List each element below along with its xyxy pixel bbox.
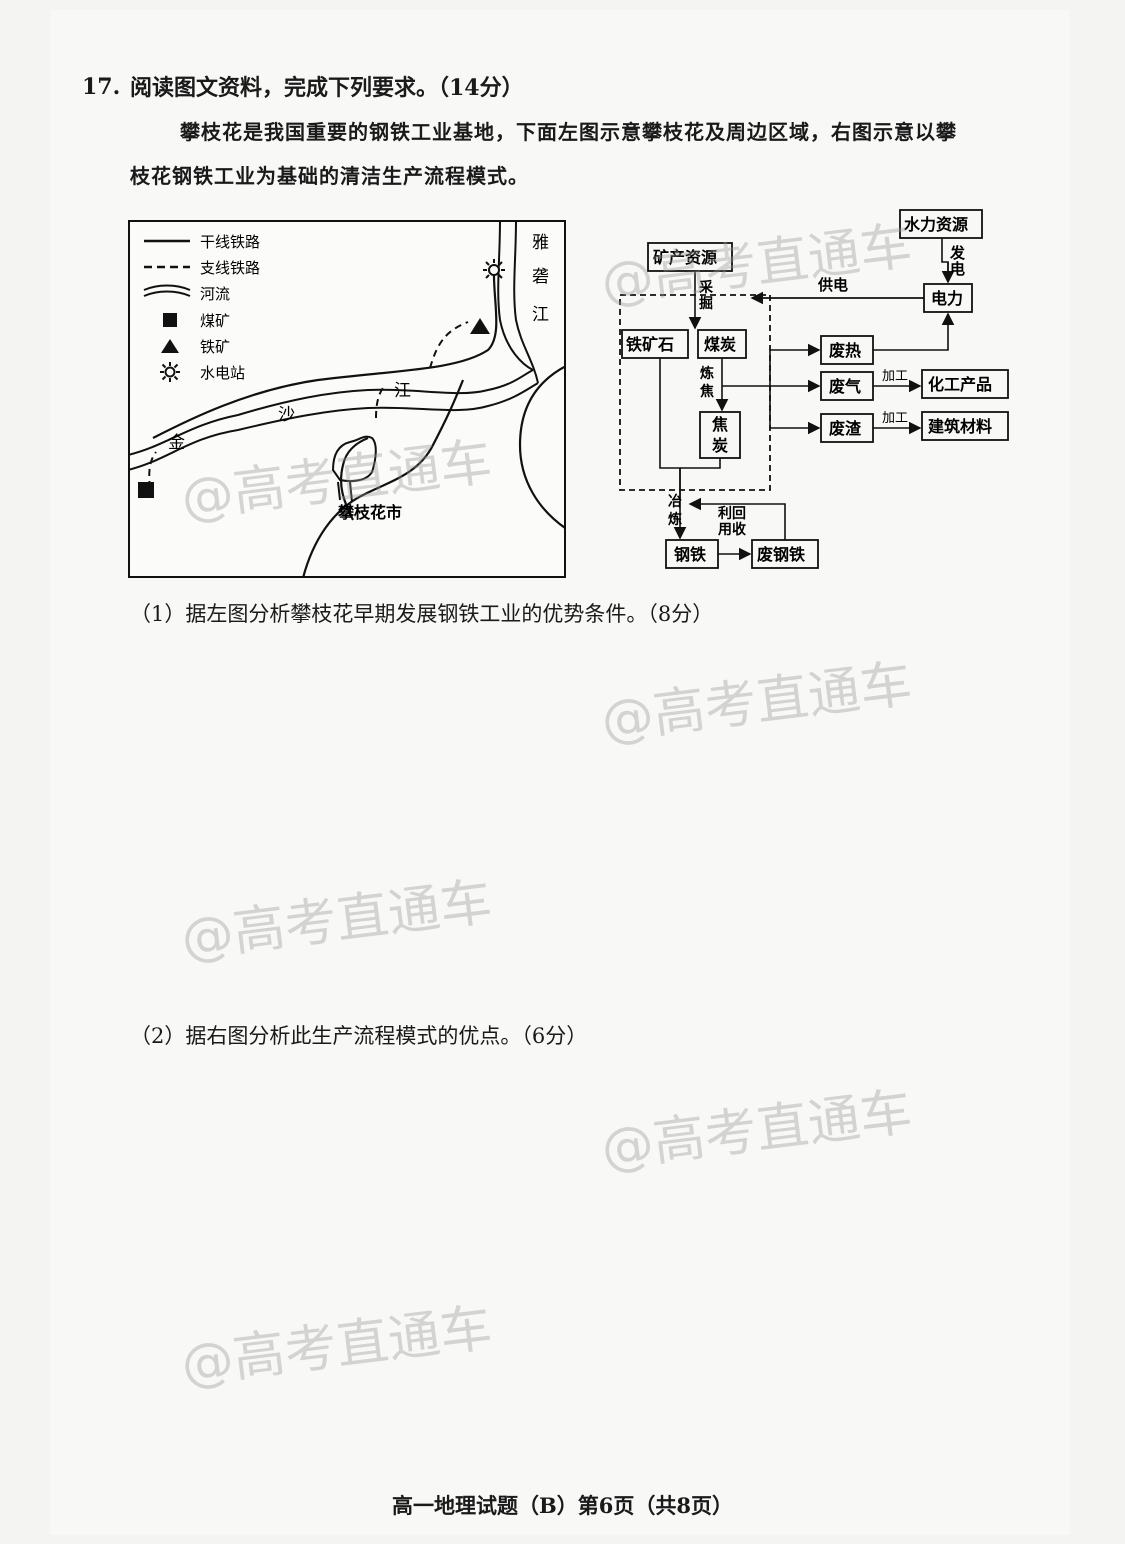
mining-label-2: 掘 <box>699 295 713 312</box>
coal-box: 煤炭 <box>704 335 736 354</box>
legend-branch-railway: 支线铁路 <box>200 259 260 277</box>
yalong-label-ya: 雅 <box>532 233 549 253</box>
hydro-resources-box: 水力资源 <box>904 215 968 234</box>
coke-box-char2: 炭 <box>712 436 728 455</box>
coke-box-char1: 焦 <box>711 415 728 434</box>
mineral-resources-box: 矿产资源 <box>653 248 717 267</box>
fadian-label-1: 发 <box>949 244 966 262</box>
legend-iron-mine: 铁矿 <box>200 338 230 356</box>
jinsha-label-sha: 沙 <box>278 405 295 425</box>
steel-box: 钢铁 <box>674 545 706 564</box>
waste-gas-box: 废气 <box>829 377 861 396</box>
trunk-railways <box>152 269 566 578</box>
fadian-label-2: 电 <box>950 260 965 278</box>
intro-line-2: 枝花钢铁工业为基础的清洁生产流程模式。 <box>130 164 529 188</box>
scrap-steel-box: 废钢铁 <box>757 545 805 564</box>
intro-line-1: 攀枝花是我国重要的钢铁工业基地，下面左图示意攀枝花及周边区域，右图示意以攀 <box>180 120 957 144</box>
smelting-label-1: 冶 <box>668 493 682 510</box>
power-box: 电力 <box>931 289 963 308</box>
jinsha-label-jin: 金 <box>168 433 185 453</box>
coking-label-1: 炼 <box>700 365 714 382</box>
city-outline <box>331 435 377 482</box>
hydropower-station-marker <box>483 259 505 281</box>
hydropower-icon <box>160 362 180 382</box>
recycle-label-1: 利回 <box>718 505 746 522</box>
smelting-label-2: 炼 <box>668 511 682 528</box>
power-supply-label: 供电 <box>817 276 848 294</box>
coal-mine-marker <box>138 482 154 498</box>
city-label: 攀枝花市 <box>337 503 402 522</box>
sub-question-2: （2）据右图分析此生产流程模式的优点。（6分） <box>130 1024 588 1048</box>
coking-label-2: 焦 <box>699 383 714 400</box>
waste-slag-box: 废渣 <box>829 419 862 438</box>
question-number: 17. <box>82 74 121 100</box>
clean-production-flowchart: 矿产资源 水力资源 电力 铁矿石 煤炭 废热 废气 废渣 化工产品 建筑材料 焦… <box>619 209 1009 569</box>
yalong-river <box>497 220 539 384</box>
recycle-label-2: 用收 <box>718 521 747 538</box>
legend-trunk-railway: 干线铁路 <box>200 233 260 251</box>
chemical-products-box: 化工产品 <box>928 375 992 394</box>
jinsha-river <box>128 369 539 471</box>
legend-coal-mine: 煤矿 <box>200 312 230 330</box>
mining-label-1: 采 <box>698 279 714 296</box>
iron-mine-icon <box>161 339 179 353</box>
iron-mine-marker <box>470 318 490 334</box>
coal-mine-icon <box>163 313 177 327</box>
building-materials-box: 建筑材料 <box>928 417 992 436</box>
iron-ore-box: 铁矿石 <box>626 335 674 354</box>
processing-label-2: 加工 <box>882 411 908 426</box>
legend-river: 河流 <box>200 285 230 303</box>
panzhihua-map: 干线铁路 支线铁路 河流 煤矿 铁矿 水电站 金 沙 江 雅 砻 江 攀枝花市 <box>128 220 566 578</box>
jinsha-label-jiang: 江 <box>394 381 411 401</box>
processing-label-1: 加工 <box>882 369 908 384</box>
legend-hydropower: 水电站 <box>200 364 245 382</box>
yalong-label-long: 砻 <box>532 267 549 287</box>
page-footer: 高一地理试题（B）第6页（共8页） <box>392 1493 733 1518</box>
yalong-label-jiang: 江 <box>532 305 549 325</box>
waste-heat-box: 废热 <box>829 341 861 360</box>
question-title: 阅读图文资料，完成下列要求。（14分） <box>130 75 524 101</box>
sub-question-1: （1）据左图分析攀枝花早期发展钢铁工业的优势条件。（8分） <box>130 602 714 626</box>
